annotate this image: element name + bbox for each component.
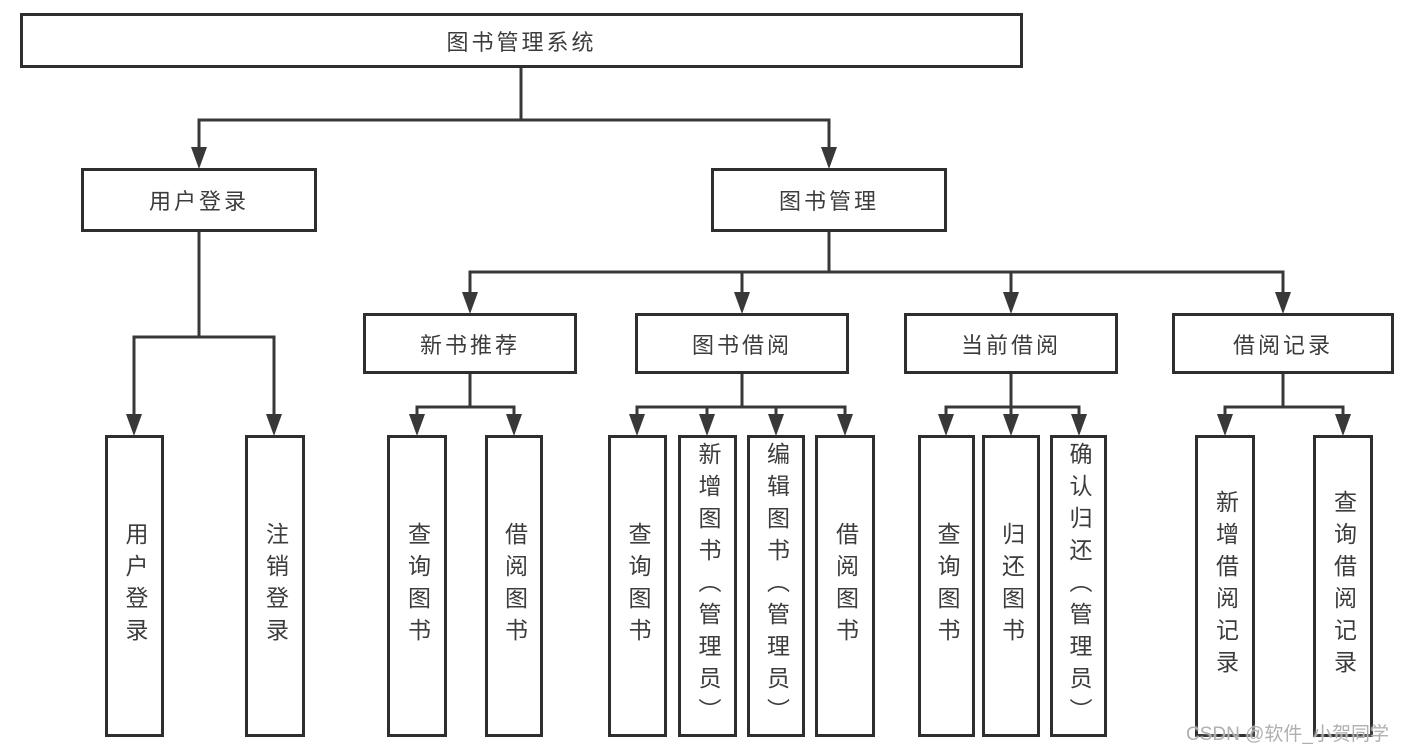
leaf-query-books-borrowing: 查询图书 bbox=[608, 435, 667, 737]
leaf-add-books-admin: 新增图书（管理员） bbox=[678, 435, 737, 737]
node-book-management: 图书管理 bbox=[711, 168, 947, 232]
leaf-confirm-return-admin-label: 确认归还（管理员） bbox=[1066, 442, 1092, 730]
leaf-logout: 注销登录 bbox=[245, 435, 305, 737]
leaf-confirm-return-admin: 确认归还（管理员） bbox=[1050, 435, 1107, 737]
node-current-borrowing: 当前借阅 bbox=[904, 313, 1118, 374]
node-current-borrowing-label: 当前借阅 bbox=[960, 332, 1061, 358]
node-user-login-label: 用户登录 bbox=[148, 189, 249, 214]
leaf-user-login: 用户登录 bbox=[105, 435, 164, 737]
leaf-user-login-label: 用户登录 bbox=[122, 522, 148, 650]
leaf-borrow-books-recommend-label: 借阅图书 bbox=[501, 522, 528, 650]
node-root: 图书管理系统 bbox=[20, 13, 1023, 68]
watermark-text: CSDN @软件_小贺同学 bbox=[1186, 724, 1389, 745]
leaf-return-books: 归还图书 bbox=[982, 435, 1040, 737]
leaf-return-books-label: 归还图书 bbox=[998, 522, 1025, 650]
leaf-query-books-recommend-label: 查询图书 bbox=[404, 522, 431, 650]
node-borrowing-records: 借阅记录 bbox=[1172, 313, 1394, 374]
node-new-book-recommendation: 新书推荐 bbox=[363, 313, 577, 374]
leaf-logout-label: 注销登录 bbox=[262, 522, 289, 650]
leaf-query-books-borrowing-label: 查询图书 bbox=[625, 522, 651, 650]
leaf-query-books-current-label: 查询图书 bbox=[934, 522, 960, 650]
leaf-query-borrow-record-label: 查询借阅记录 bbox=[1330, 490, 1357, 682]
node-book-borrowing-label: 图书借阅 bbox=[691, 332, 792, 358]
node-user-login: 用户登录 bbox=[81, 168, 317, 232]
leaf-add-books-admin-label: 新增图书（管理员） bbox=[695, 442, 721, 730]
leaf-query-books-current: 查询图书 bbox=[918, 435, 975, 737]
leaf-query-borrow-record: 查询借阅记录 bbox=[1313, 435, 1373, 737]
leaf-borrow-books-recommend: 借阅图书 bbox=[485, 435, 543, 737]
leaf-edit-books-admin-label: 编辑图书（管理员） bbox=[763, 442, 790, 730]
leaf-edit-books-admin: 编辑图书（管理员） bbox=[747, 435, 805, 737]
leaf-add-borrow-record: 新增借阅记录 bbox=[1195, 435, 1255, 737]
node-borrowing-records-label: 借阅记录 bbox=[1232, 332, 1333, 358]
node-book-borrowing: 图书借阅 bbox=[635, 313, 849, 374]
leaf-query-books-recommend: 查询图书 bbox=[387, 435, 447, 737]
node-book-management-label: 图书管理 bbox=[778, 189, 879, 214]
leaf-add-borrow-record-label: 新增借阅记录 bbox=[1212, 490, 1239, 682]
leaf-borrow-books-borrowing-label: 借阅图书 bbox=[832, 522, 859, 650]
tree-edges bbox=[132, 64, 1345, 421]
leaf-borrow-books-borrowing: 借阅图书 bbox=[815, 435, 875, 737]
node-root-label: 图书管理系统 bbox=[446, 29, 597, 55]
node-new-book-recommendation-label: 新书推荐 bbox=[419, 332, 520, 358]
